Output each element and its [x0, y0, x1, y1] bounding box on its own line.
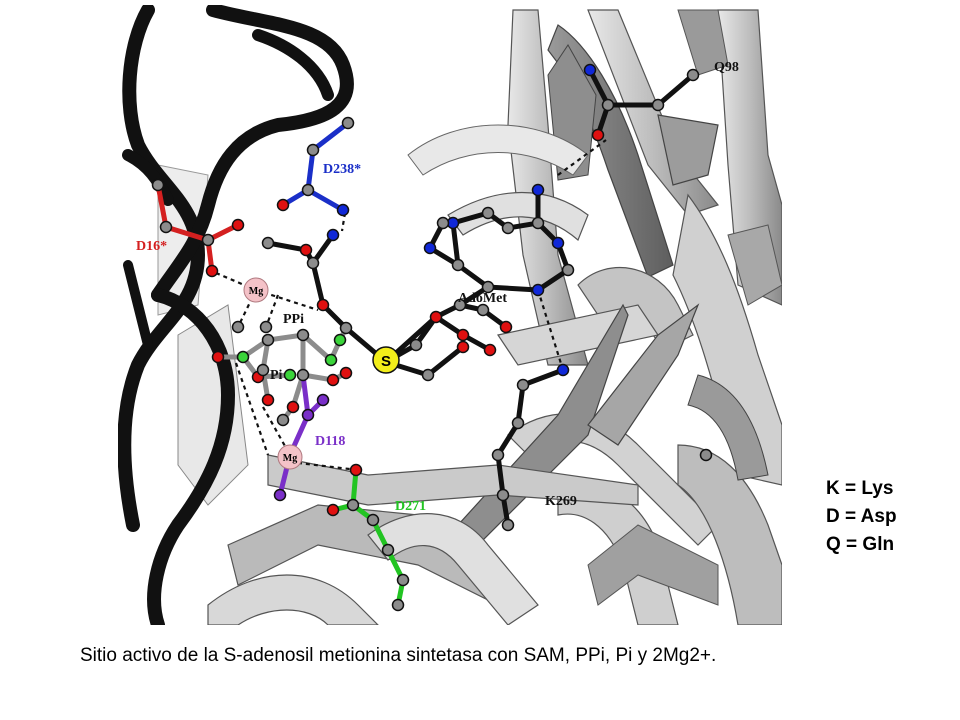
abbreviation-legend: K = Lys D = Asp Q = Gln [826, 475, 897, 559]
label-q98: Q98 [714, 60, 739, 75]
mg-ion-top: Mg [243, 277, 269, 303]
legend-item-gln: Q = Gln [826, 534, 895, 555]
legend-item-asp: D = Asp [826, 506, 897, 527]
label-d118: D118 [315, 434, 345, 449]
mg-ion-bottom: Mg [277, 444, 303, 470]
mg-bottom-label: Mg [283, 453, 297, 464]
sulfur-atom: S [372, 346, 400, 374]
label-pi: Pi [270, 368, 283, 383]
label-ppi: PPi [283, 312, 304, 327]
legend-item-lys: K = Lys [826, 478, 894, 499]
figure-caption: Sitio activo de la S-adenosil metionina … [80, 645, 717, 666]
black-coil [118, 5, 354, 625]
label-k269: K269 [545, 494, 577, 509]
active-site-diagram: Mg Mg S Q98 D238* D16* AdoMet PPi Pi D11… [118, 5, 782, 625]
sulfur-label: S [381, 353, 391, 370]
label-d271: D271 [395, 499, 426, 514]
label-d16: D16* [136, 239, 167, 254]
label-adomet: AdoMet [458, 291, 507, 306]
protein-ribbons [157, 9, 782, 625]
mg-top-label: Mg [249, 286, 263, 297]
atoms [151, 63, 713, 612]
label-d238: D238* [323, 162, 361, 177]
